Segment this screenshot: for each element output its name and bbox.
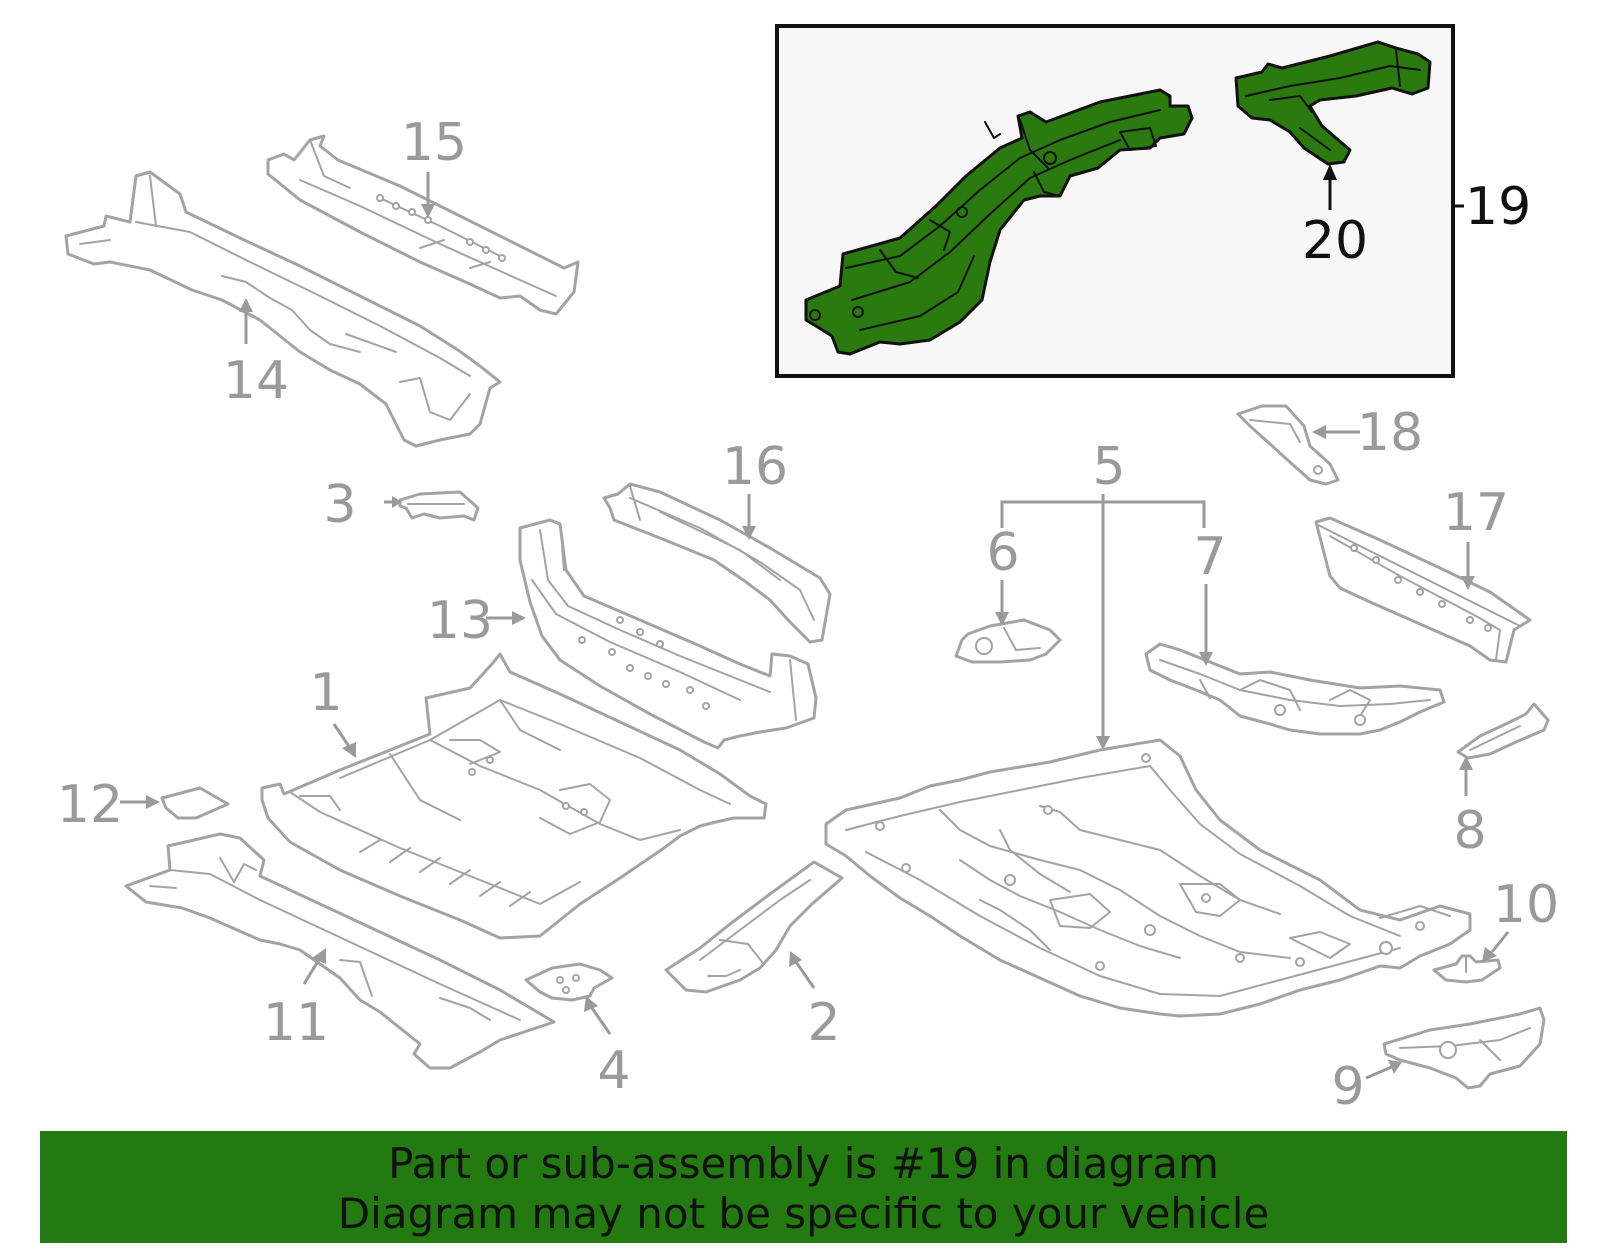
callout-7[interactable]: 7 xyxy=(1193,527,1226,587)
callout-4[interactable]: 4 xyxy=(597,1041,630,1101)
callout-5[interactable]: 5 xyxy=(1092,437,1125,497)
callout-1[interactable]: 1 xyxy=(309,663,342,723)
part-5[interactable] xyxy=(824,738,1472,1018)
part-15[interactable] xyxy=(266,134,580,316)
callout-20[interactable]: 20 xyxy=(1302,211,1368,271)
part-20-bracket[interactable] xyxy=(1234,40,1432,166)
part-10[interactable] xyxy=(1432,954,1502,984)
callout-15[interactable]: 15 xyxy=(401,113,467,173)
banner-line-2: Diagram may not be specific to your vehi… xyxy=(337,1189,1270,1238)
callout-8[interactable]: 8 xyxy=(1453,801,1486,861)
callout-16[interactable]: 16 xyxy=(722,437,788,497)
part-4[interactable] xyxy=(524,962,614,1002)
part-8[interactable] xyxy=(1456,702,1550,760)
callout-18[interactable]: 18 xyxy=(1357,403,1423,463)
part-9[interactable] xyxy=(1382,1006,1546,1090)
callout-12[interactable]: 12 xyxy=(57,775,123,835)
callout-6[interactable]: 6 xyxy=(986,523,1019,583)
callout-11[interactable]: 11 xyxy=(263,993,329,1053)
part-12[interactable] xyxy=(160,786,230,820)
info-banner: Part or sub-assembly is #19 in diagram D… xyxy=(40,1131,1567,1243)
callout-3[interactable]: 3 xyxy=(323,475,356,535)
callout-14[interactable]: 14 xyxy=(223,351,289,411)
callout-9[interactable]: 9 xyxy=(1331,1057,1364,1117)
part-6[interactable] xyxy=(954,618,1062,664)
part-11[interactable] xyxy=(124,832,556,1070)
callout-13[interactable]: 13 xyxy=(427,591,493,651)
part-1[interactable] xyxy=(260,652,768,940)
callout-19[interactable]: 19 xyxy=(1465,177,1531,237)
part-3[interactable] xyxy=(398,490,480,522)
inset-box-19[interactable]: 20 xyxy=(775,24,1455,378)
part-19-rail-assembly[interactable] xyxy=(804,88,1194,356)
part-17[interactable] xyxy=(1314,516,1532,664)
part-13[interactable] xyxy=(518,518,818,750)
part-14[interactable] xyxy=(64,170,502,448)
part-7[interactable] xyxy=(1144,642,1446,736)
banner-line-1: Part or sub-assembly is #19 in diagram xyxy=(388,1139,1219,1188)
callout-10[interactable]: 10 xyxy=(1493,875,1559,935)
part-18[interactable] xyxy=(1236,404,1340,486)
callout-17[interactable]: 17 xyxy=(1443,483,1509,543)
part-16[interactable] xyxy=(602,482,832,644)
part-2[interactable] xyxy=(664,860,844,994)
callout-2[interactable]: 2 xyxy=(807,993,840,1053)
